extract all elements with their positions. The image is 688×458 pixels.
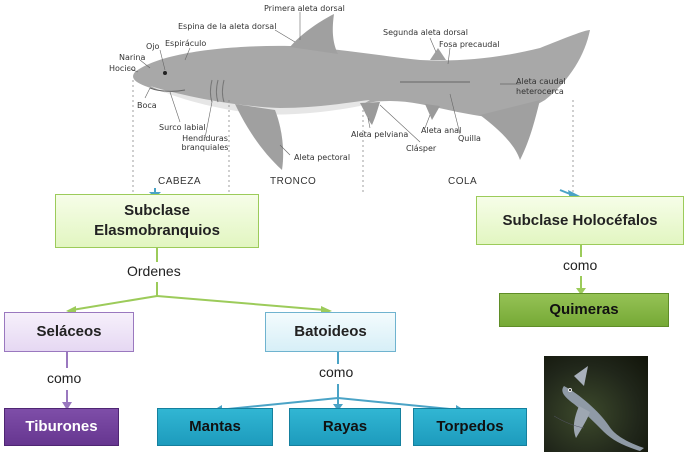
shark-body [133,14,590,170]
chimaera-fish-image [553,366,644,451]
label-segunda-aleta-dorsal: Segunda aleta dorsal [383,28,468,37]
region-cabeza: CABEZA [158,176,202,187]
label-hendiduras-branquiales: Hendiduras branquiales [181,134,229,152]
link-label-como-batoideos: como [317,364,356,380]
node-subclase-elasmobranquios: Subclase Elasmobranquios [55,194,259,248]
label-quilla: Quilla [458,134,481,143]
link-label-como-holocefalos: como [561,257,600,273]
node-label: Rayas [322,418,368,435]
node-label: Tiburones [25,418,98,435]
label-boca: Boca [137,101,157,110]
node-selaceos: Seláceos [4,312,134,352]
label-aleta-caudal: Aleta caudal heterocerca [516,77,566,96]
label-narina: Narina [119,53,146,62]
node-label: Mantas [189,418,241,435]
node-label: Subclase Holocéfalos [502,211,658,229]
node-label: Batoideos [294,323,367,340]
label-espina-aleta-dorsal: Espina de la aleta dorsal [178,22,277,31]
label-aleta-anal: Aleta anal [421,126,462,135]
label-espiraculo: Espiráculo [165,39,207,48]
label-aleta-pelviana: Aleta pelviana [351,130,409,139]
shark-leader-lines [127,12,461,156]
region-tronco: TRONCO [270,176,317,187]
label-aleta-pectoral: Aleta pectoral [294,153,351,162]
label-primera-aleta-dorsal: Primera aleta dorsal [264,4,345,13]
label-fosa-precaudal: Fosa precaudal [439,40,500,49]
node-subclase-holocefalos: Subclase Holocéfalos [476,196,684,245]
node-label: Quimeras [549,301,619,318]
node-quimeras: Quimeras [499,293,669,327]
quimera-photo [544,356,648,452]
node-label: Subclase Elasmobranquios [94,202,220,239]
region-dividers [132,80,574,192]
node-label: Torpedos [436,418,504,435]
label-surco-labial: Surco labial [159,123,206,132]
node-torpedos: Torpedos [413,408,527,446]
node-mantas: Mantas [157,408,273,446]
label-ojo: Ojo [146,42,160,51]
node-tiburones: Tiburones [4,408,119,446]
label-clasper: Clásper [406,144,437,153]
node-rayas: Rayas [289,408,401,446]
link-label-como-selaceos: como [45,370,84,386]
label-hocico: Hocico [109,64,136,73]
node-batoideos: Batoideos [265,312,396,352]
region-cola: COLA [448,176,478,187]
node-label: Seláceos [36,323,102,340]
link-label-ordenes: Ordenes [125,263,183,279]
